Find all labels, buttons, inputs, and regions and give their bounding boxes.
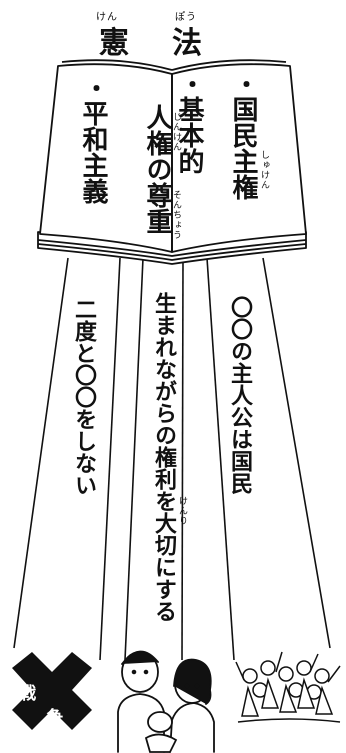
caption-sovereignty: 〇〇の主人公は国民 <box>227 296 252 494</box>
principle-human-rights-line2: 人権の尊重 <box>142 104 172 234</box>
bullet-1: ・ <box>230 72 258 96</box>
title-ruby-ken: けん <box>96 12 118 23</box>
ruby-jinken: じんけん <box>171 112 181 152</box>
bullet-2: ・ <box>176 72 204 96</box>
title-pou: 法 <box>172 26 202 61</box>
family-icon <box>117 650 215 753</box>
open-book <box>37 59 307 265</box>
war-char-sen: 戦 <box>19 684 36 704</box>
caption-human-rights: 生まれながらの権利を大切にする <box>151 292 176 622</box>
principle-pacifism: 平和主義 <box>78 100 108 204</box>
crowd-icon <box>235 651 341 723</box>
ruby-kenri: けんり <box>177 496 187 526</box>
bullet-3: ・ <box>80 76 108 100</box>
beam-lines <box>13 257 331 661</box>
title-ken: 憲 <box>99 26 129 61</box>
ruby-sonchou: そんちょう <box>171 190 181 240</box>
war-char-sou: 争 <box>46 708 63 728</box>
principle-popular-sovereignty: 国民主権 <box>228 96 258 200</box>
war-x-icon <box>12 652 92 730</box>
caption-pacifism: 二度と〇〇をしない <box>71 298 96 496</box>
title-ruby-pou: ぽう <box>175 12 197 23</box>
principle-human-rights-line1: 基本的 <box>174 96 204 174</box>
ruby-shuken: しゅけん <box>259 150 269 190</box>
